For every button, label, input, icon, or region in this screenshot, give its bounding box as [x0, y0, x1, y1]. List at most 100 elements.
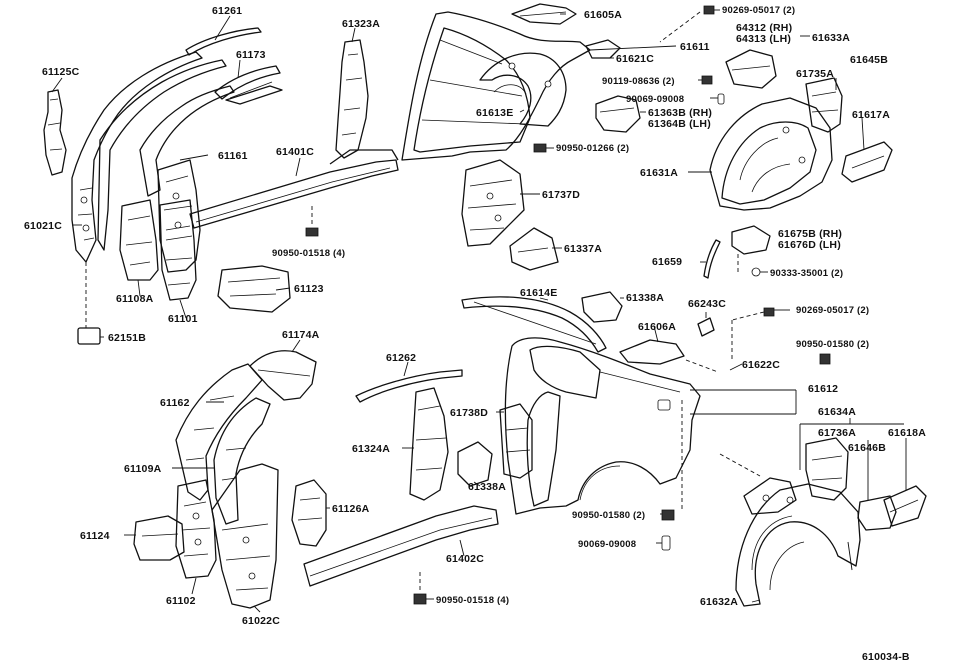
label-61125C: 61125C [42, 66, 80, 78]
label-61618A: 61618A [888, 427, 926, 439]
label-61614E: 61614E [520, 287, 557, 299]
part-61621C-bracket [585, 39, 621, 59]
label-61323A: 61323A [342, 18, 380, 30]
part-66243C-clip [697, 317, 715, 337]
part-61323A-pillar-reinforcement [335, 39, 369, 159]
clip-90950-01580-mid-icon [661, 509, 675, 521]
part-61401C-rocker [189, 159, 399, 229]
label-61401C: 61401C [276, 146, 314, 158]
part-61612-quarter-panel [504, 337, 701, 515]
label-66243C: 66243C [688, 298, 726, 310]
label-61605A: 61605A [584, 9, 622, 21]
part-61736A-bracket [805, 437, 849, 501]
part-61124-floor-bracket [133, 515, 185, 561]
lower-right-leaders [719, 418, 907, 603]
part-61108A-inner-panel [119, 199, 159, 281]
label-61622C: 61622C [742, 359, 780, 371]
part-61735A-bracket [805, 77, 843, 133]
part-61101-lower-pillar [159, 199, 197, 301]
label-90950-01266: 90950-01266 (2) [556, 143, 629, 154]
middle-right-part-group [461, 291, 831, 515]
label-90950-01580-mid: 90950-01580 (2) [572, 510, 645, 521]
label-61102: 61102 [166, 595, 196, 607]
bolt-90950-01518-top-icon [305, 206, 319, 237]
label-61606A: 61606A [638, 321, 676, 333]
part-61606A-bracket [619, 339, 685, 365]
lower-right-part-group [735, 437, 927, 607]
part-61161-front-pillar [139, 85, 235, 197]
upper-left-part-group [43, 27, 399, 345]
label-61738D: 61738D [450, 407, 488, 419]
part-61125C-bracket [43, 89, 67, 176]
part-61126A-bracket [291, 479, 327, 547]
part-61632A-wheelhouse-outer [735, 483, 861, 607]
bolt-90950-01518-bottom-icon [413, 572, 427, 605]
label-61612: 61612 [808, 383, 838, 395]
part-61738D-panel [499, 403, 533, 479]
part-61109A-pillar [213, 397, 271, 525]
label-61162: 61162 [160, 397, 190, 409]
label-61631A: 61631A [640, 167, 678, 179]
label-90069-09008-bottom: 90069-09008 [578, 539, 636, 550]
part-61261-roof-strip [185, 27, 262, 56]
label-61736A: 61736A [818, 427, 856, 439]
part-64312-bracket [725, 49, 777, 89]
clip-90269-05017-mid-icon [763, 307, 775, 317]
label-90269-05017-top: 90269-05017 (2) [722, 5, 795, 16]
label-61634A: 61634A [818, 406, 856, 418]
label-61022C: 61022C [242, 615, 280, 627]
label-61611: 61611 [680, 41, 710, 53]
clip-90950-01580-right-icon [819, 353, 831, 365]
label-64313: 64313 (LH) [736, 33, 791, 45]
label-61621C: 61621C [616, 53, 654, 65]
label-61735A: 61735A [796, 68, 834, 80]
label-61101: 61101 [168, 313, 198, 325]
part-61337A-bracket [509, 227, 559, 271]
label-61659: 61659 [652, 256, 682, 268]
label-61324A: 61324A [352, 443, 390, 455]
label-61108A: 61108A [116, 293, 154, 305]
part-61338A-top-bracket [581, 291, 623, 323]
label-61364B: 61364B (LH) [648, 118, 711, 130]
part-61613E-wheelhouse-inner [479, 52, 567, 127]
clip-90069-09008-bottom-icon [661, 535, 671, 551]
label-61337A: 61337A [564, 243, 602, 255]
clip-90069-09008-top-icon [717, 93, 725, 105]
part-61262-roof-strip [355, 369, 463, 403]
part-61402C-rocker [303, 505, 499, 587]
label-61124: 61124 [80, 530, 110, 542]
part-61338A-bottom-bracket [457, 441, 493, 487]
label-61632A: 61632A [700, 596, 738, 608]
label-90269-05017-mid: 90269-05017 (2) [796, 305, 869, 316]
part-61631A-wheelhouse [709, 97, 833, 211]
label-61633A: 61633A [812, 32, 850, 44]
label-90069-09008-top: 90069-09008 [626, 94, 684, 105]
label-61174A: 61174A [282, 329, 320, 341]
label-61617A: 61617A [852, 109, 890, 121]
label-90950-01518-bottom: 90950-01518 (4) [436, 595, 509, 606]
middle-right-leaders [539, 297, 797, 512]
label-61402C: 61402C [446, 553, 484, 565]
label-64312: 64312 (RH) [736, 22, 792, 34]
label-61646B: 61646B [848, 442, 886, 454]
part-61174A-inner-rail [249, 350, 317, 401]
part-61737D-panel [461, 159, 525, 247]
label-90950-01518-top: 90950-01518 (4) [272, 248, 345, 259]
part-61646B-brace [857, 495, 897, 531]
part-61021C-outer-panel [71, 51, 203, 263]
upper-right-leaders [640, 9, 865, 273]
lower-left-part-group [133, 350, 675, 609]
upper-left-leaders [51, 15, 356, 338]
part-61123-floor-bracket [217, 265, 291, 313]
label-90333-35001: 90333-35001 (2) [770, 268, 843, 279]
upper-right-part-group [595, 5, 893, 279]
part-61675B-extension [731, 225, 771, 255]
label-62151B: 62151B [108, 332, 146, 344]
part-61102-lower-pillar [175, 479, 217, 579]
clip-90333-35001-icon [751, 267, 761, 277]
part-61363B-panel [595, 95, 641, 133]
part-61614E-rail [461, 296, 607, 353]
label-61161: 61161 [218, 150, 248, 162]
label-90950-01580-right: 90950-01580 (2) [796, 339, 869, 350]
